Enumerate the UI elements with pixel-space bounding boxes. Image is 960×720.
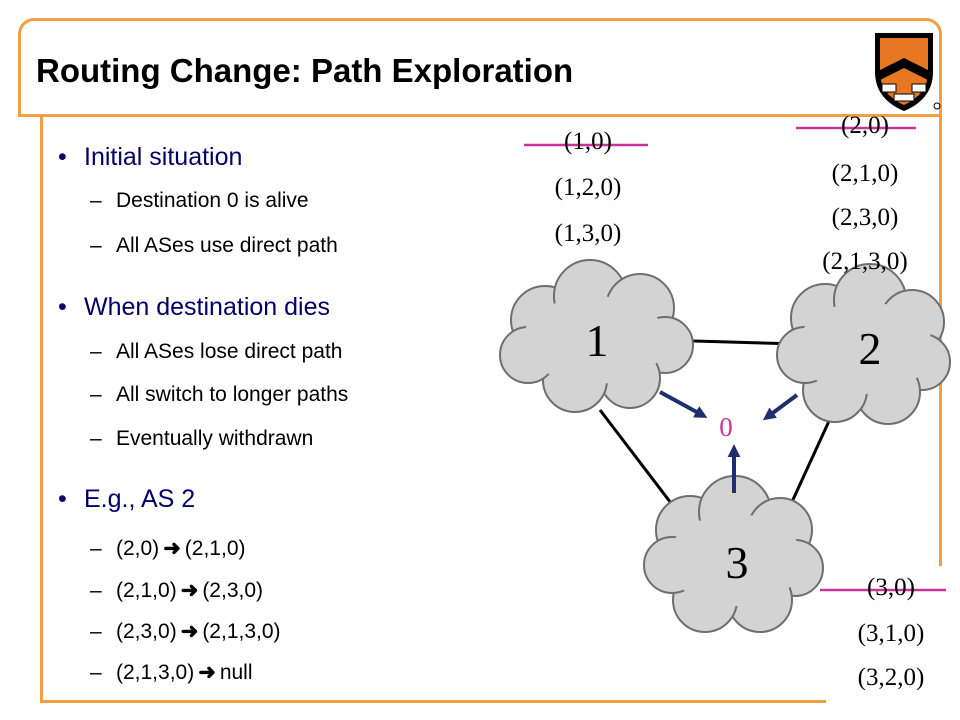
sub-bullet-transition: –(2,0)➜(2,1,0)	[90, 537, 246, 560]
bullet-list: •Initial situation –Destination 0 is ali…	[58, 0, 498, 720]
as2-path: (2,1,3,0)	[822, 248, 908, 275]
as3-path: (3,1,0)	[857, 620, 925, 647]
bullet-initial-situation: •Initial situation	[58, 143, 243, 171]
sub-bullet-transition: –(2,3,0)➜(2,1,3,0)	[90, 620, 281, 643]
sub-bullet-transition: –(2,1,3,0)➜null	[90, 661, 253, 684]
as2-cloud	[776, 263, 951, 425]
sub-bullet: –All ASes use direct path	[90, 234, 338, 257]
frame-bottom-border	[40, 700, 920, 703]
destination-node-label: 0	[719, 412, 733, 442]
as2-path-withdrawn: (2,0)	[841, 112, 889, 139]
arrow-as2-to-dest	[762, 393, 799, 421]
as2-path: (2,3,0)	[831, 204, 899, 231]
sub-bullet: –Eventually withdrawn	[90, 427, 314, 450]
as1-path: (1,3,0)	[554, 220, 622, 247]
as1-path-withdrawn: (1,0)	[564, 128, 612, 155]
princeton-shield-logo	[875, 33, 941, 112]
right-arrow-icon: ➜	[180, 579, 199, 602]
sub-bullet: –All switch to longer paths	[90, 383, 349, 406]
arrow-as1-to-dest	[659, 390, 708, 418]
as1-path: (1,2,0)	[554, 174, 622, 201]
right-arrow-icon: ➜	[198, 661, 216, 684]
as1-cloud	[499, 259, 694, 413]
frame-left-border	[40, 117, 43, 702]
bullet-destination-dies: •When destination dies	[58, 293, 330, 321]
right-arrow-icon: ➜	[163, 537, 181, 560]
frame-right-border	[939, 117, 942, 702]
title-rule	[18, 114, 942, 117]
title-frame	[18, 18, 942, 117]
as3-path: (3,2,0)	[857, 664, 925, 691]
as1-label: 1	[586, 315, 609, 366]
as2-label: 2	[859, 323, 882, 374]
as3-cloud	[643, 475, 824, 633]
right-arrow-icon: ➜	[180, 620, 199, 643]
sub-bullet: –Destination 0 is alive	[90, 189, 309, 212]
sub-bullet: –All ASes lose direct path	[90, 340, 343, 363]
bullet-example-as2: •E.g., AS 2	[58, 485, 196, 513]
as2-path: (2,1,0)	[831, 160, 899, 187]
sub-bullet-transition: –(2,1,0)➜(2,3,0)	[90, 579, 264, 602]
as3-path-withdrawn: (3,0)	[867, 574, 915, 601]
slide-title: Routing Change: Path Exploration	[36, 52, 574, 89]
as3-label: 3	[726, 537, 749, 588]
